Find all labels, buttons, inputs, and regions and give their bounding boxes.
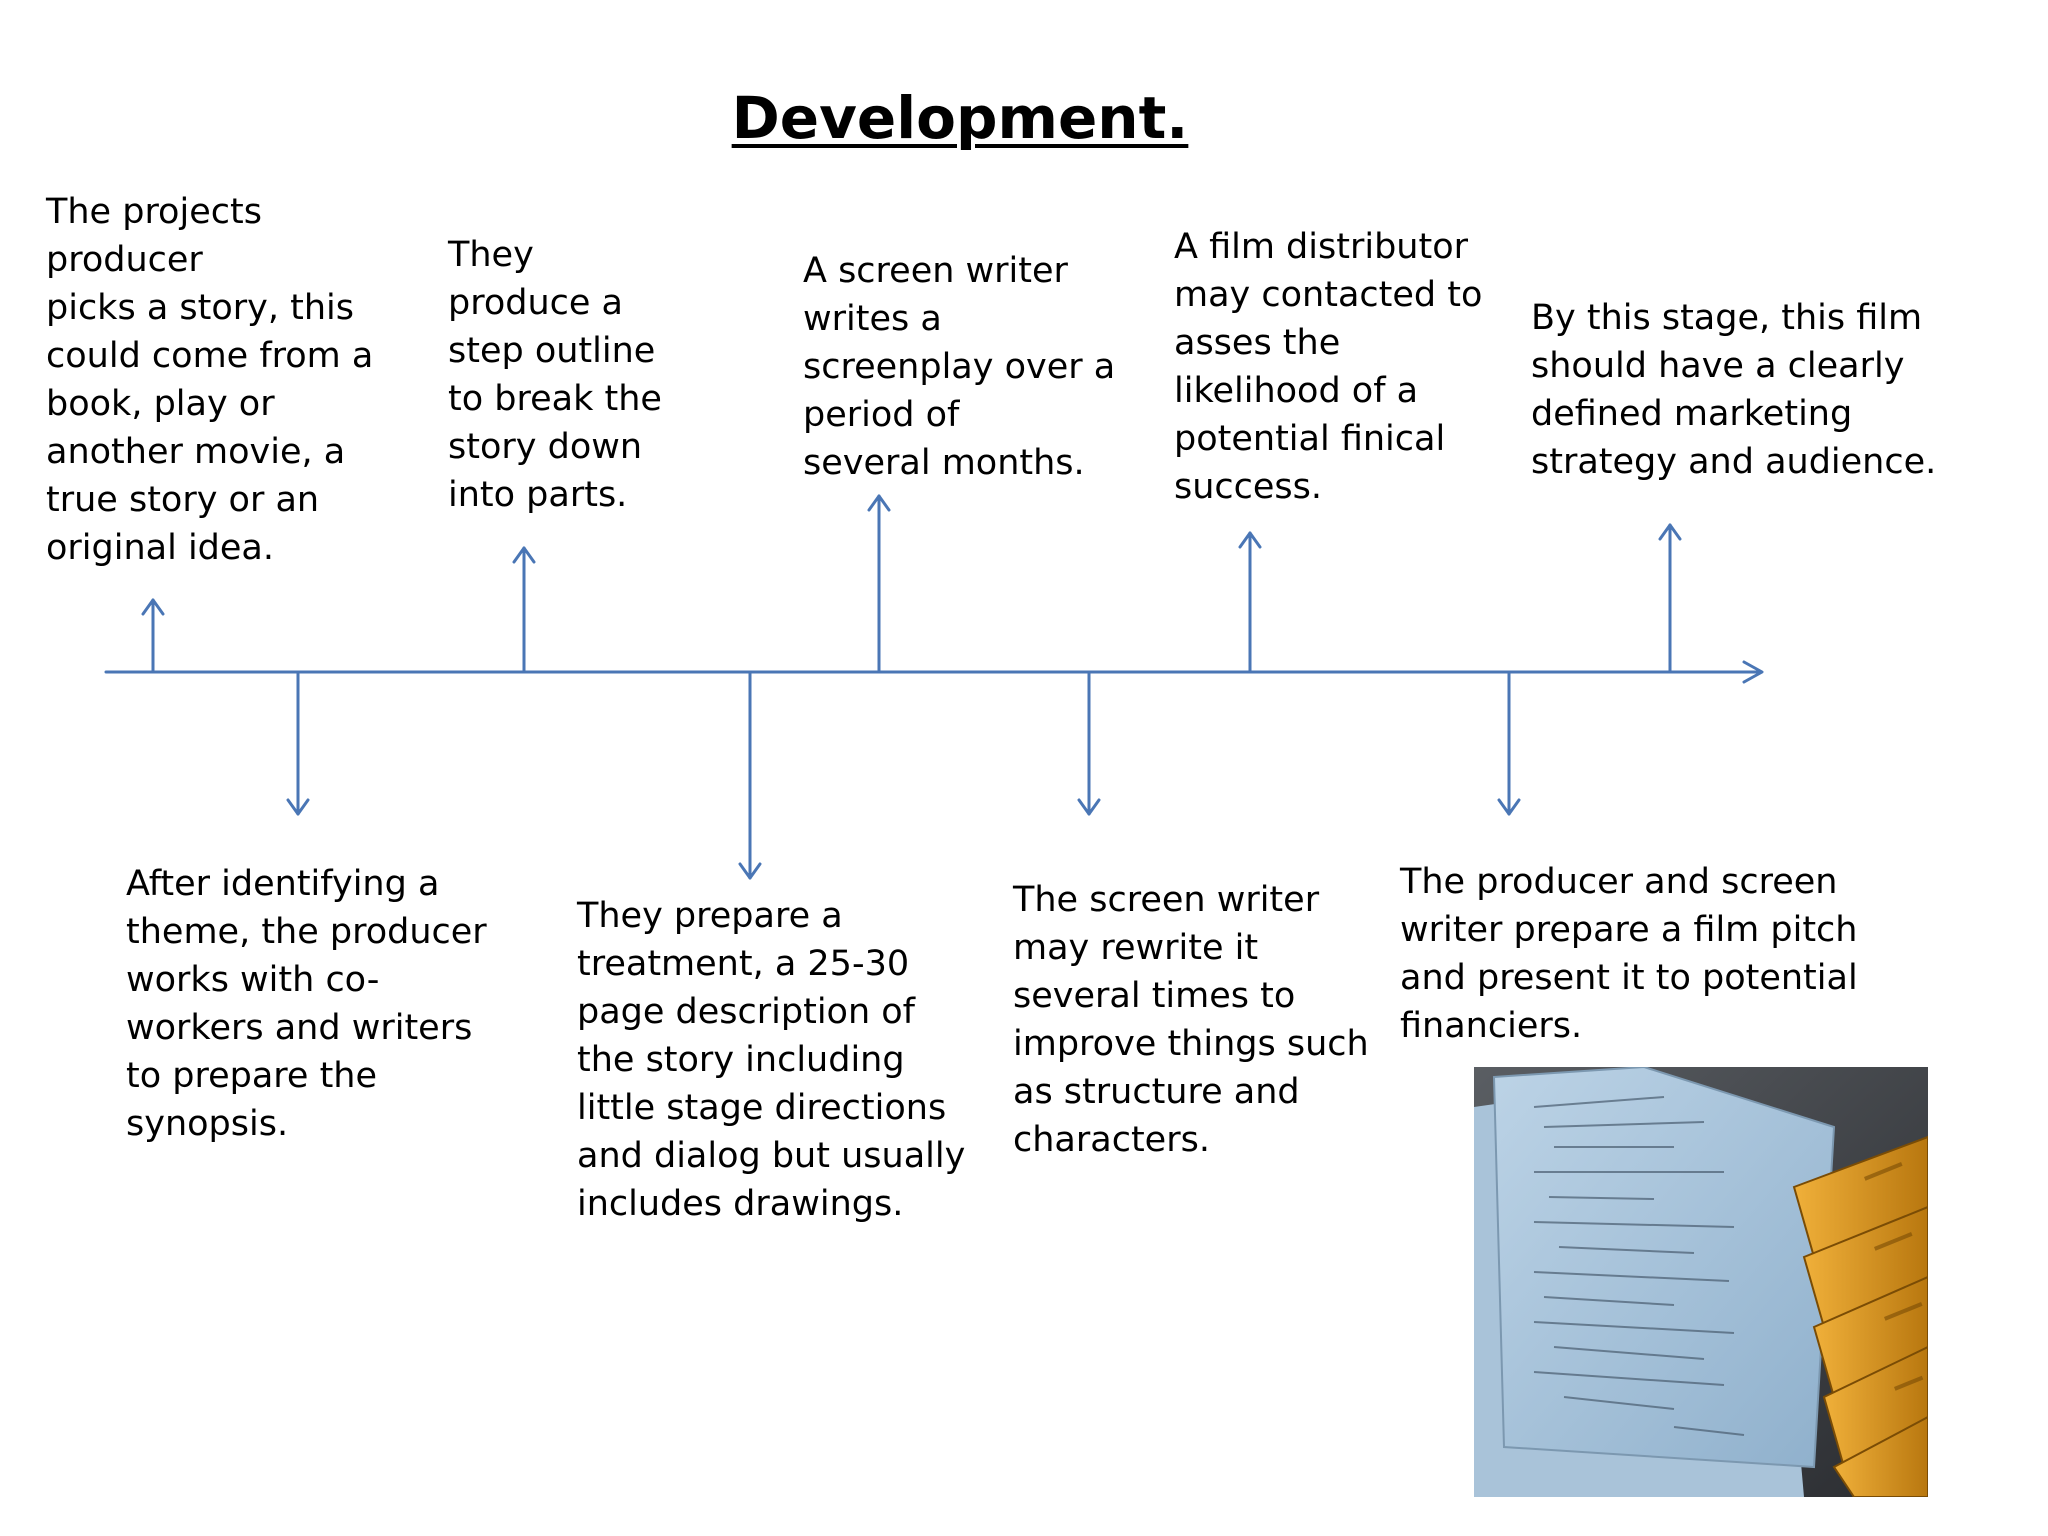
note-step-5: A screen writer writes a screenplay over… <box>803 251 1116 483</box>
arrow-up-step-5 <box>867 494 891 674</box>
arrow-down-step-6 <box>1077 670 1101 816</box>
arrow-down-step-4 <box>738 670 762 880</box>
note-step-8: The producer and screen writer prepare a… <box>1400 862 1858 1046</box>
note-step-1: The projects producer picks a story, thi… <box>46 192 374 568</box>
arrow-up-step-3 <box>512 546 536 674</box>
arrow-up-step-1 <box>141 598 165 674</box>
arrow-down-step-8 <box>1497 670 1521 816</box>
note-step-6: The screen writer may rewrite it several… <box>1013 880 1369 1160</box>
note-step-3: They produce a step outline to break the… <box>448 235 662 515</box>
note-step-7: A film distributor may contacted to asse… <box>1174 227 1483 507</box>
note-step-9: By this stage, this film should have a c… <box>1531 298 1937 482</box>
slide-title: Development. <box>731 84 1189 152</box>
arrow-up-step-7 <box>1238 531 1262 674</box>
note-step-4: They prepare a treatment, a 25-30 page d… <box>577 896 966 1224</box>
note-step-2: After identifying a theme, the producer … <box>126 864 487 1144</box>
arrow-down-step-2 <box>286 670 310 816</box>
arrow-up-step-9 <box>1658 523 1682 674</box>
screenplay-books-photo <box>1474 1067 1928 1497</box>
timeline-axis-arrowhead <box>1742 660 1764 684</box>
